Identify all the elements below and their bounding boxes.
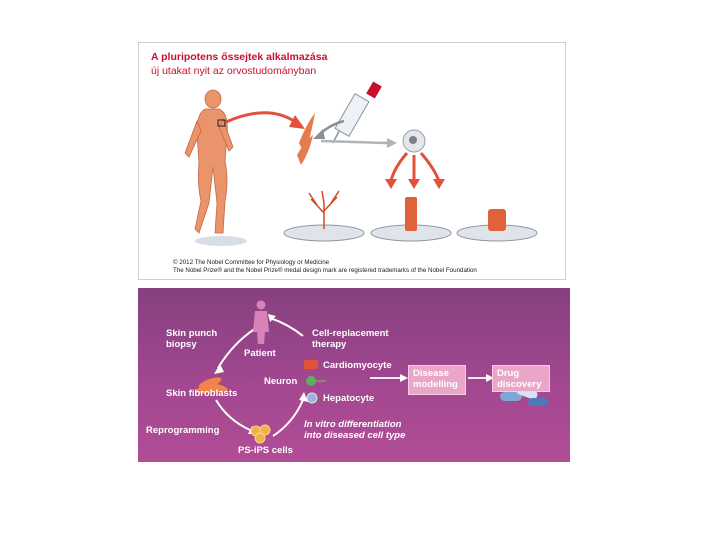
vector-arrow-head [313,129,325,139]
skin-punch-biopsy-label: Skin punch biopsy [166,328,218,350]
cardiomyocyte-icon [304,360,318,369]
cycle-arrows [215,317,304,437]
hepatocyte-icon [306,392,318,404]
reprogramming-label: Reprogramming [146,425,220,436]
biopsy-site-marker [217,119,226,127]
reprogram-arrow-head [387,138,397,148]
disease-modelling-box: Disease modelling [408,365,466,395]
biopsy-arrow [225,111,298,125]
fibroblast-cells-icon [297,113,315,165]
hepatocyte-label: Hepatocyte [323,393,375,404]
cardiomyocyte-dish-icon [370,197,452,242]
figure-shadow [195,236,247,246]
patient-label: Patient [244,348,276,359]
differentiation-arrows [389,152,441,182]
neuron-label: Neuron [264,376,298,387]
nobel-illustration [184,81,538,246]
ps-ips-cells-icon [250,424,271,444]
skin-fibroblasts-label: Skin fibroblasts [166,388,238,399]
in-vitro-differentiation-label: In vitro differentiation into diseased c… [304,419,406,441]
drug-discovery-box: Drug discovery [492,365,550,392]
gene-vial-icon [332,81,382,144]
patient-icon [253,300,269,344]
ips-cell-nucleus [409,136,417,144]
biopsy-arrow-head [289,115,305,129]
figure-title: A pluripotens őssejtek alkalmazása [151,51,328,63]
skin-fibroblasts-icon [196,377,228,394]
hepatocyte-dish-icon [456,209,538,242]
cell-replacement-label: Cell-replacement therapy [312,328,389,350]
cardiomyocyte-label: Cardiomyocyte [323,360,392,371]
ps-ips-cells-label: PS-iPS cells [238,445,293,456]
neuron-icon [306,376,316,386]
figure-subtitle: új utakat nyit az orvostudományban [151,65,317,77]
ips-workflow-panel: Skin punch biopsy Patient Cell-replaceme… [138,288,570,462]
neuron-dish-icon [283,190,365,242]
nobel-figure-panel: A pluripotens őssejtek alkalmazása új ut… [138,42,566,280]
reprogram-arrow [320,139,388,145]
human-figure-icon [184,89,234,234]
copyright-notice: © 2012 The Nobel Committee for Physiolog… [173,259,477,274]
